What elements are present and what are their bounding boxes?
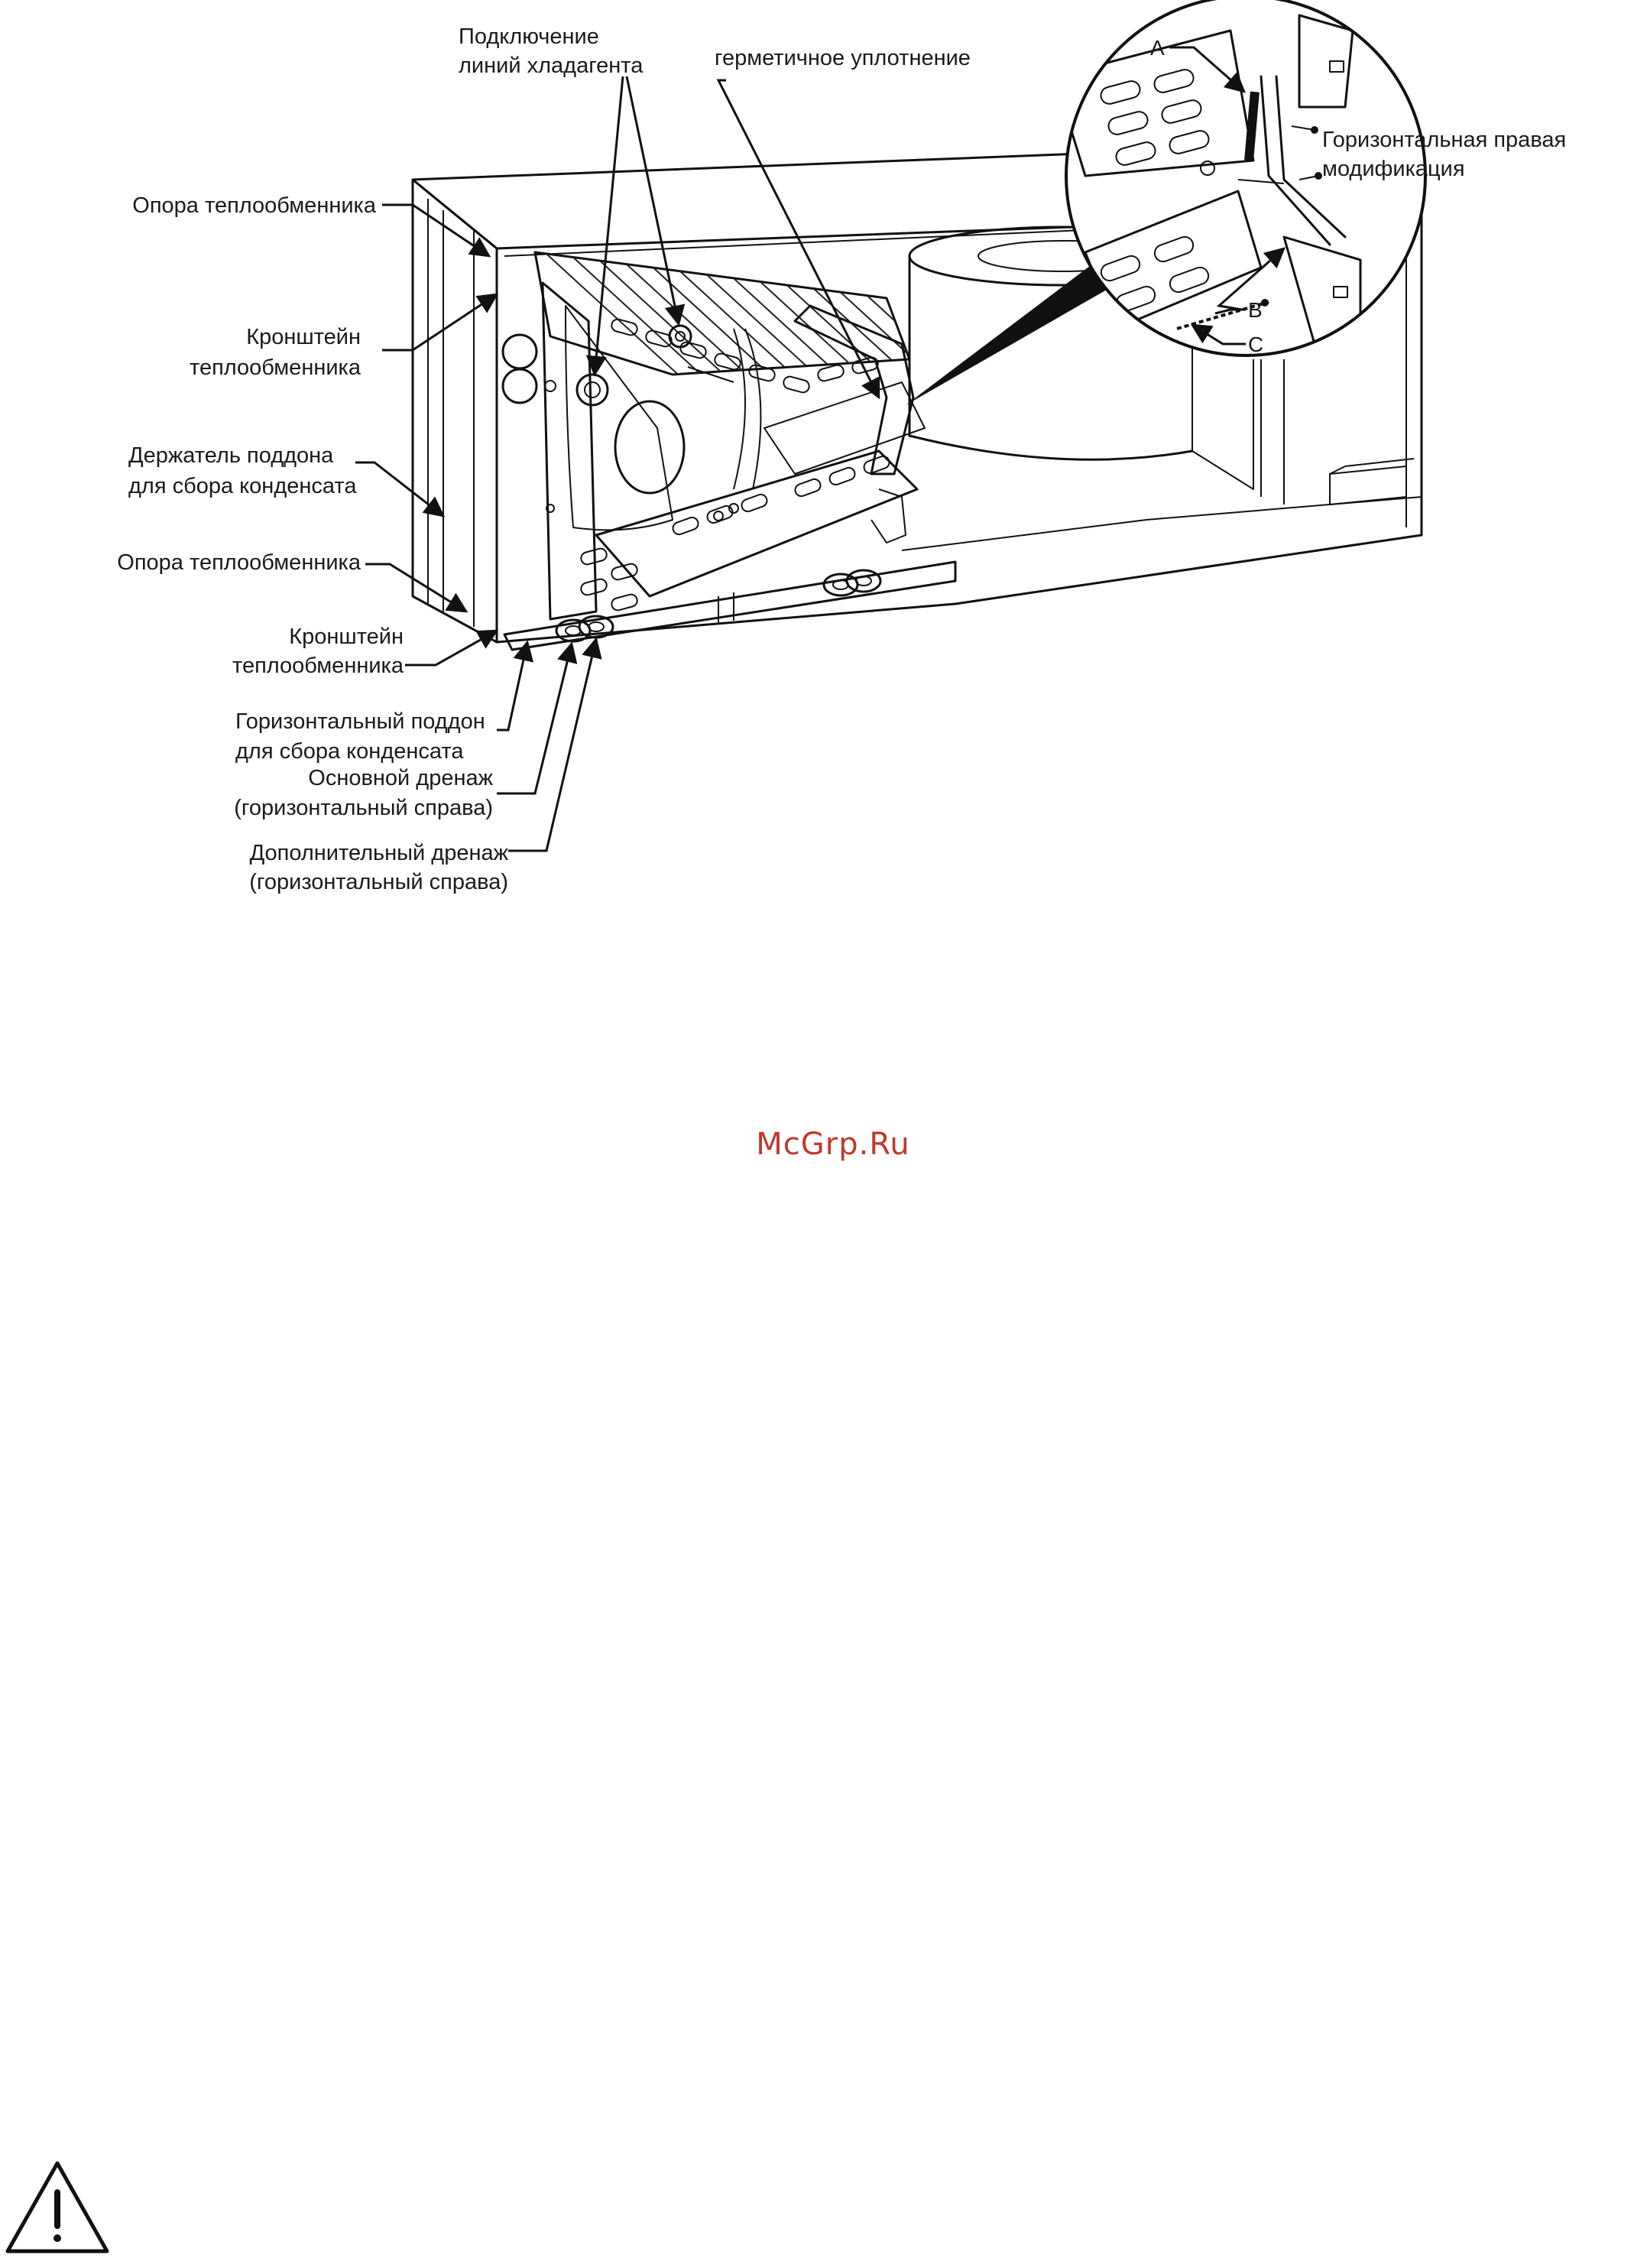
label-coil-bracket-bottom-1: Кронштейн <box>289 625 404 649</box>
label-pan-holder-1: Держатель поддона <box>128 443 334 468</box>
label-modification-1: Горизонтальная правая <box>1322 128 1566 152</box>
label-secondary-drain-1: Дополнительный дренаж <box>250 841 509 865</box>
warning-triangle-icon <box>5 2161 109 2253</box>
label-pan-holder-2: для сбора конденсата <box>128 474 357 498</box>
label-coil-bracket-top-2: теплообменника <box>190 355 361 380</box>
label-letter-b: B <box>1248 298 1263 322</box>
label-horizontal-pan-2: для сбора конденсата <box>235 739 464 764</box>
label-coil-bracket-top-1: Кронштейн <box>246 325 361 349</box>
label-primary-drain-1: Основной дренаж <box>308 766 493 790</box>
label-primary-drain-2: (горизонтальный справа) <box>234 796 493 820</box>
label-seal: герметичное уплотнение <box>715 46 971 70</box>
label-letter-a: A <box>1150 36 1165 60</box>
watermark: McGrp.Ru <box>756 1127 909 1162</box>
label-refrigerant-lines-2: линий хладагента <box>459 54 644 78</box>
label-letter-c: C <box>1248 333 1263 356</box>
label-coil-support-bottom: Опора теплообменника <box>117 550 361 575</box>
label-coil-support-top: Опора теплообменника <box>132 193 377 218</box>
label-coil-bracket-bottom-2: теплообменника <box>232 654 404 678</box>
label-refrigerant-lines-1: Подключение <box>459 24 599 49</box>
callout-wedge <box>906 264 1112 405</box>
labels: Подключение линий хладагента герметичное… <box>117 24 1566 894</box>
label-secondary-drain-2: (горизонтальный справа) <box>249 870 508 894</box>
label-modification-2: модификация <box>1322 157 1465 181</box>
label-horizontal-pan-1: Горизонтальный поддон <box>235 709 485 734</box>
leader-lines <box>355 46 1286 852</box>
coil-tube-ovals <box>580 318 890 612</box>
evaporator-coil <box>501 251 926 621</box>
